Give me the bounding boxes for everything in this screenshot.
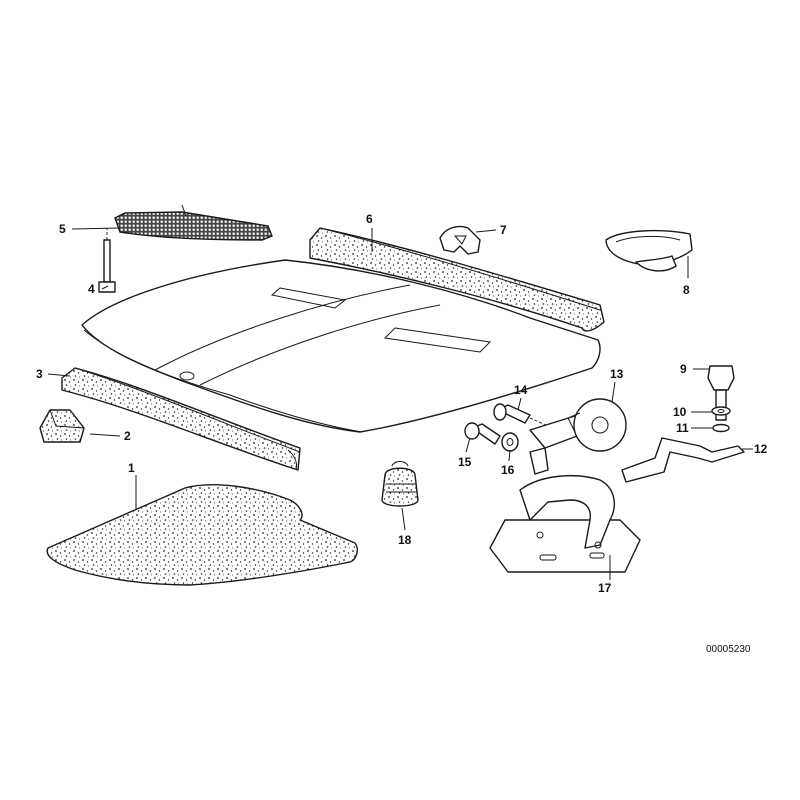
callout-10: 10 bbox=[673, 405, 687, 419]
hood-panel bbox=[81, 259, 601, 433]
part-1-insulation-mat bbox=[46, 484, 358, 586]
part-15-bolt bbox=[464, 422, 501, 445]
callout-12: 12 bbox=[754, 442, 768, 456]
callout-6: 6 bbox=[366, 212, 373, 226]
callout-11: 11 bbox=[676, 421, 689, 435]
part-3-front-seal bbox=[61, 367, 301, 471]
part-11-washer bbox=[712, 423, 730, 433]
part-18-rubber-stop bbox=[381, 461, 419, 507]
diagram-reference-number: 00005230 bbox=[706, 644, 751, 655]
part-7-clip bbox=[439, 225, 481, 255]
callout-2: 2 bbox=[124, 429, 131, 443]
callout-9: 9 bbox=[680, 362, 687, 376]
part-2-rubber-buffer bbox=[39, 409, 85, 443]
callout-8: 8 bbox=[683, 283, 690, 297]
callout-labels: 1 2 3 4 5 6 7 8 9 10 11 12 13 14 15 16 1… bbox=[36, 212, 768, 595]
part-16-nut bbox=[501, 432, 519, 452]
callout-5: 5 bbox=[59, 222, 66, 236]
callout-14: 14 bbox=[514, 383, 528, 397]
callout-7: 7 bbox=[500, 223, 507, 237]
callout-15: 15 bbox=[458, 455, 472, 469]
part-12-bracket bbox=[621, 437, 745, 483]
callout-18: 18 bbox=[398, 533, 412, 547]
part-5-grille bbox=[114, 204, 273, 241]
part-6-rear-seal bbox=[309, 227, 605, 332]
callout-13: 13 bbox=[610, 367, 624, 381]
part-10-washer bbox=[711, 406, 731, 416]
callout-1: 1 bbox=[128, 461, 135, 475]
part-17-latch bbox=[489, 475, 641, 573]
leader-lines bbox=[47, 227, 753, 580]
part-8-cup bbox=[605, 229, 693, 272]
callout-4: 4 bbox=[88, 282, 95, 296]
part-4-screw bbox=[98, 228, 116, 293]
callout-3: 3 bbox=[36, 367, 43, 381]
part-14-bolt bbox=[493, 403, 549, 427]
callout-16: 16 bbox=[501, 463, 515, 477]
callout-17: 17 bbox=[598, 581, 612, 595]
part-13-pulley-bracket bbox=[529, 398, 627, 475]
